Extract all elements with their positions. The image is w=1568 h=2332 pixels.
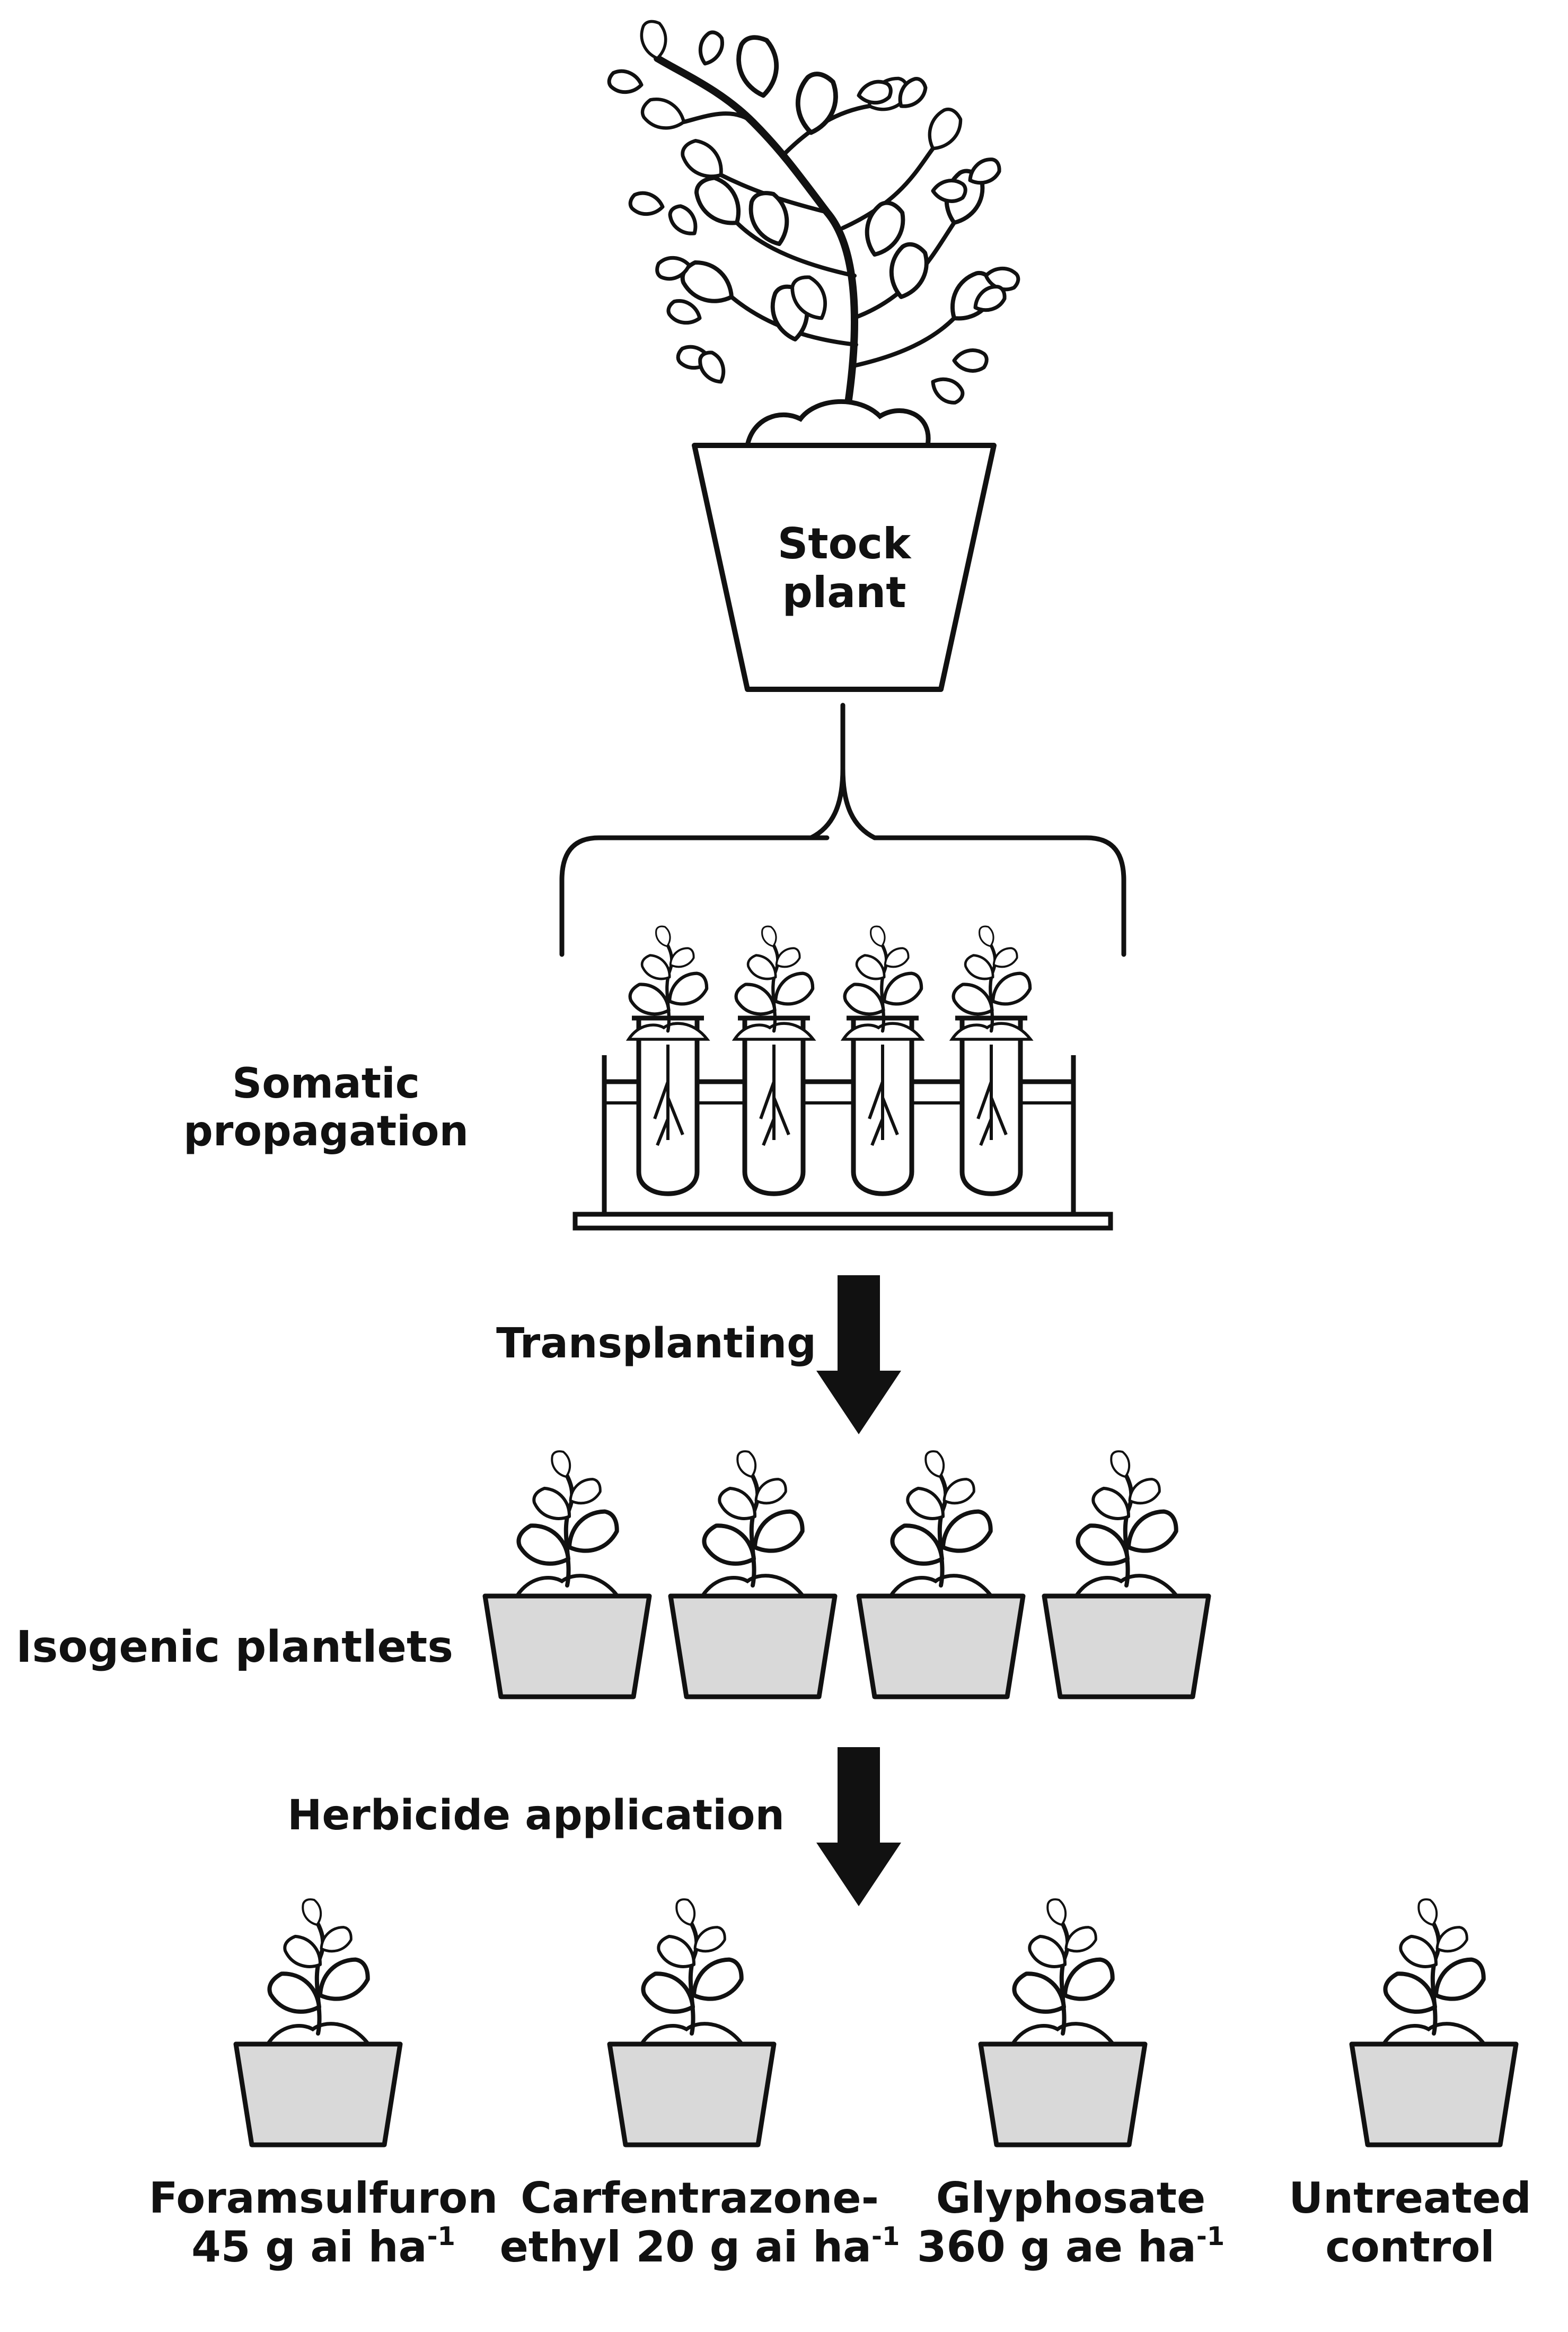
stock-plant-label: Stock plant <box>777 519 911 617</box>
stock-plant-icon <box>607 20 1019 692</box>
plantlet-icon <box>981 1897 1145 2145</box>
herbicide-application-label: Herbicide application <box>287 1792 785 1839</box>
plantlet-icon <box>1352 1897 1516 2145</box>
treatment-label-carfentrazone: Carfentrazone- ethyl 20 g ai ha-1 <box>499 2173 900 2272</box>
treatment-pots-row <box>236 1897 1516 2145</box>
somatic-propagation-label: Somatic propagation <box>183 1060 469 1155</box>
plantlet-icon <box>1044 1449 1209 1697</box>
transplanting-label: Transplanting <box>496 1320 816 1367</box>
test-tube-icon <box>840 924 927 1196</box>
treatment-label-foramsulfuron: Foramsulfuron 45 g ai ha-1 <box>148 2173 498 2272</box>
plantlet-icon <box>236 1897 400 2145</box>
connector-brace <box>559 703 1126 957</box>
plantlet-icon <box>485 1449 649 1697</box>
down-arrow-icon <box>816 1275 901 1434</box>
isogenic-plantlets-row <box>485 1449 1209 1697</box>
plantlet-icon <box>859 1449 1023 1697</box>
plantlet-icon <box>671 1449 835 1697</box>
plantlet-icon <box>610 1897 774 2145</box>
test-tube-icon <box>732 924 818 1196</box>
test-tube-icon <box>949 924 1035 1196</box>
treatment-label-glyphosate: Glyphosate 360 g ae ha-1 <box>917 2173 1225 2272</box>
test-tube-rack-icon <box>572 924 1113 1231</box>
isogenic-plantlets-label: Isogenic plantlets <box>16 1622 454 1672</box>
treatment-label-untreated: Untreated control <box>1289 2173 1531 2272</box>
test-tube-icon <box>626 924 712 1196</box>
down-arrow-icon <box>816 1747 901 1906</box>
